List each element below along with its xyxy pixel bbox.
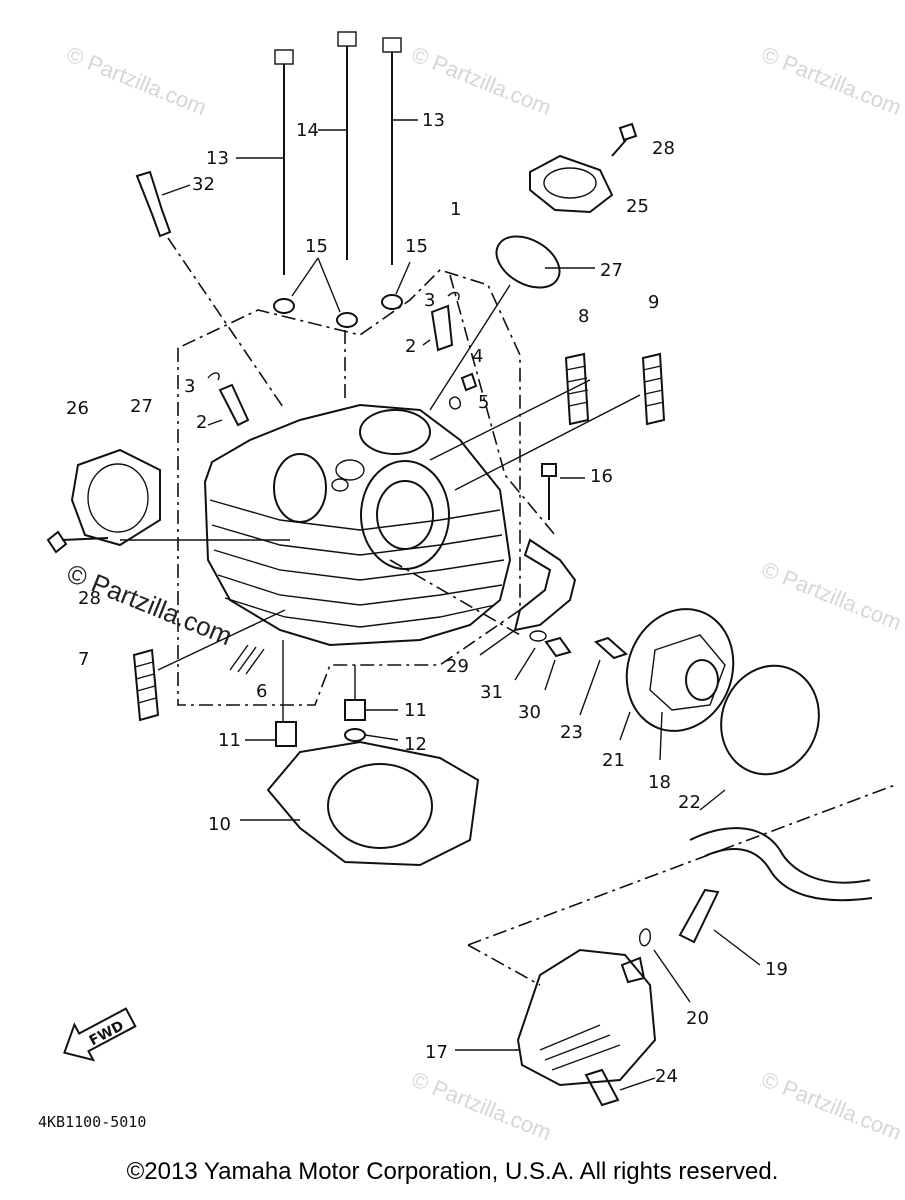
side-gasket bbox=[513, 538, 577, 632]
callout-label: 14 bbox=[296, 120, 319, 141]
callout-label: 18 bbox=[648, 772, 671, 793]
callout-label: 25 bbox=[626, 196, 649, 217]
breather-hose bbox=[638, 827, 873, 1003]
watermark: © Partzilla.com bbox=[758, 556, 905, 635]
callout-label: 32 bbox=[192, 174, 215, 195]
head-bolts bbox=[236, 31, 418, 275]
callout-label: 11 bbox=[218, 730, 241, 751]
callout-label: 3 bbox=[184, 376, 195, 397]
callout-label: 27 bbox=[600, 260, 623, 281]
callout-label: 13 bbox=[422, 110, 445, 131]
bolt-16 bbox=[541, 463, 585, 520]
callout-label: 13 bbox=[206, 148, 229, 169]
base-gasket bbox=[240, 640, 480, 867]
assembly-line bbox=[467, 784, 896, 946]
callout-labels: 1 2 2 3 3 4 5 6 7 8 9 10 11 11 12 13 13 … bbox=[66, 110, 788, 1087]
fwd-label: FWD bbox=[87, 1018, 127, 1049]
spark-plug bbox=[135, 170, 286, 411]
o-ring bbox=[495, 235, 561, 289]
valve-parts bbox=[207, 291, 478, 427]
rear-cover bbox=[455, 948, 657, 1107]
callout-label: 9 bbox=[648, 292, 659, 313]
fwd-arrow-icon: FWD bbox=[63, 1007, 137, 1062]
watermark: © Partzilla.com bbox=[758, 41, 905, 120]
valve-springs bbox=[132, 352, 666, 722]
watermark: © Partzilla.com bbox=[758, 1066, 905, 1145]
callout-label: 29 bbox=[446, 656, 469, 677]
callout-label: 27 bbox=[130, 396, 153, 417]
watermark: © Partzilla.com bbox=[408, 1066, 555, 1145]
callout-label: 28 bbox=[652, 138, 675, 159]
callout-label: 23 bbox=[560, 722, 583, 743]
bolt-30 bbox=[544, 636, 572, 658]
callout-label: 7 bbox=[78, 649, 89, 670]
callout-label: 2 bbox=[405, 336, 416, 357]
callout-label: 20 bbox=[686, 1008, 709, 1029]
callout-label: 19 bbox=[765, 959, 788, 980]
callout-label: 1 bbox=[450, 199, 461, 220]
callout-label: 21 bbox=[602, 750, 625, 771]
callout-label: 28 bbox=[78, 588, 101, 609]
watermark: © Partzilla.com bbox=[408, 41, 555, 120]
callout-label: 11 bbox=[404, 700, 427, 721]
washers bbox=[273, 257, 411, 328]
callout-label: 12 bbox=[404, 734, 427, 755]
callout-label: 24 bbox=[655, 1066, 678, 1087]
callout-label: 10 bbox=[208, 814, 231, 835]
copyright-notice: ©2013 Yamaha Motor Corporation, U.S.A. A… bbox=[126, 1158, 779, 1185]
callout-label: 6 bbox=[256, 681, 267, 702]
top-cap bbox=[529, 122, 638, 214]
callout-label: 30 bbox=[518, 702, 541, 723]
callout-label: 22 bbox=[678, 792, 701, 813]
callout-label: 3 bbox=[424, 290, 435, 311]
callout-label: 26 bbox=[66, 398, 89, 419]
bolt-23 bbox=[594, 636, 628, 660]
callout-label: 31 bbox=[480, 682, 503, 703]
assembly-line bbox=[467, 944, 541, 986]
washer-31 bbox=[529, 630, 547, 642]
callout-label: 17 bbox=[425, 1042, 448, 1063]
callout-label: 16 bbox=[590, 466, 613, 487]
cylinder-head bbox=[203, 403, 512, 647]
callout-label: 15 bbox=[305, 236, 328, 257]
diagram-code: 4KB1100-5010 bbox=[38, 1113, 146, 1131]
callout-label: 2 bbox=[196, 412, 207, 433]
assembly-boundary bbox=[177, 269, 521, 706]
assembly-line bbox=[389, 559, 521, 636]
cover-plate bbox=[619, 608, 820, 811]
watermark: © Partzilla.com bbox=[63, 41, 210, 120]
callout-label: 15 bbox=[405, 236, 428, 257]
callout-label: 5 bbox=[478, 392, 489, 413]
side-cover bbox=[46, 448, 290, 554]
callout-label: 4 bbox=[472, 346, 483, 367]
callout-label: 8 bbox=[578, 306, 589, 327]
